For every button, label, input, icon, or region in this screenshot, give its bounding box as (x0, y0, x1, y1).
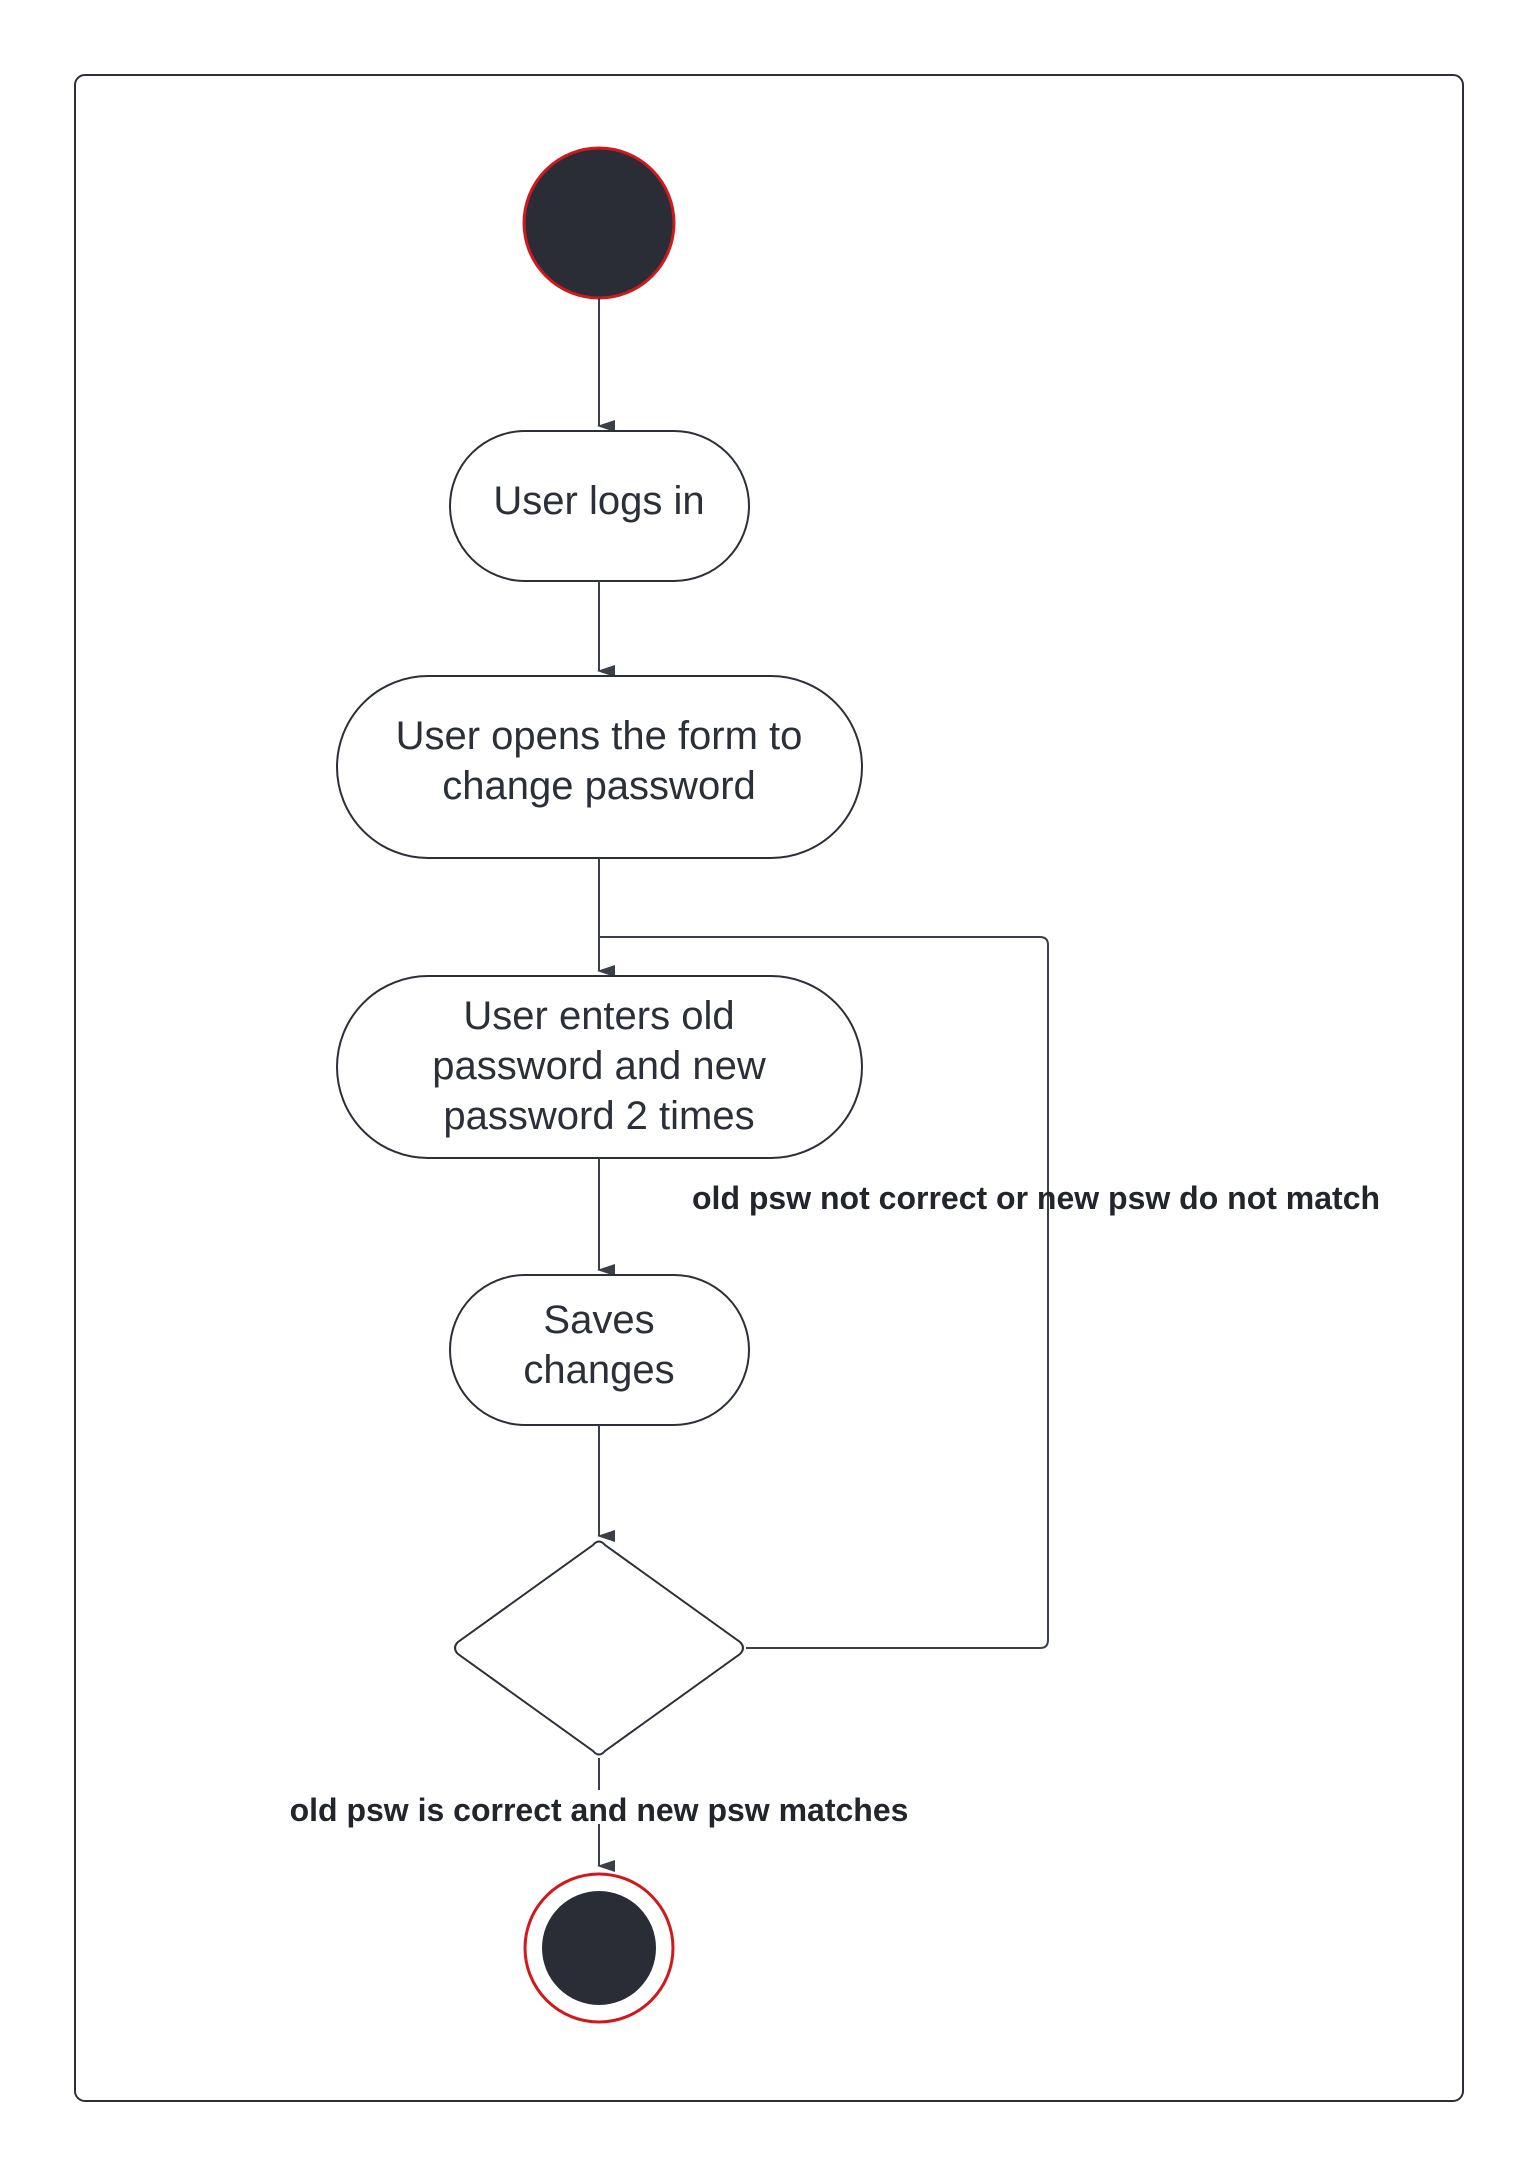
initial-node (522, 146, 676, 300)
action-label-line: change password (442, 764, 756, 808)
action-label-line: password 2 times (443, 1094, 754, 1138)
final-node-core (542, 1891, 656, 2005)
action-label-line: changes (523, 1348, 674, 1392)
action-label-line: User logs in (493, 479, 704, 523)
guard-label-success: old psw is correct and new psw matches (290, 1792, 909, 1828)
decision-node (454, 1540, 744, 1756)
guard-label-retry: old psw not correct or new psw do not ma… (692, 1180, 1380, 1216)
action-enter-passwords-label: User enters old password and new password … (432, 994, 766, 1138)
action-label-line: User opens the form to (396, 714, 803, 758)
action-open-form-label: User opens the form to change password (396, 714, 803, 808)
action-user-logs-in-label: User logs in (493, 479, 704, 523)
action-label-line: Saves (543, 1298, 654, 1342)
action-label-line: User enters old (463, 994, 734, 1038)
action-save-changes-label: Saves changes (523, 1298, 674, 1392)
edge-decision-retry-loop (599, 936, 1049, 1649)
diagram-frame (74, 74, 1464, 2102)
action-label-line: password and new (432, 1044, 766, 1088)
guard-label-success-backing (276, 1790, 922, 1824)
